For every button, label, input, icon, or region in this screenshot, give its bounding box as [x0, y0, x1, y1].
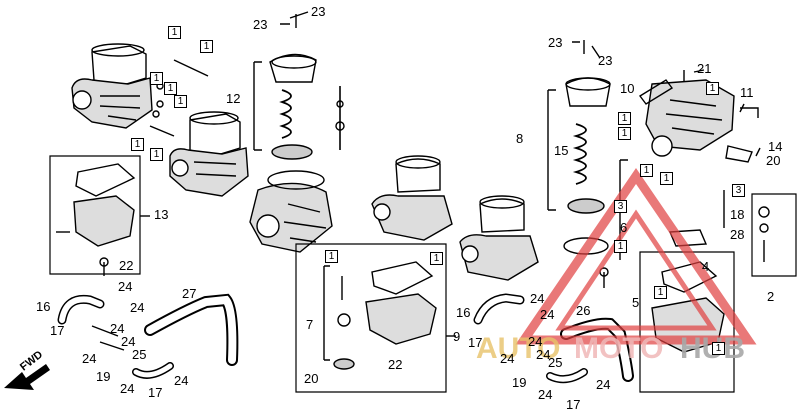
- carburetor-top-mid-drawing: [169, 111, 249, 197]
- part-label-23: 23: [253, 17, 268, 32]
- watermark-text-auto: AUTO: [476, 332, 561, 365]
- part-label-24: 24: [500, 351, 515, 366]
- part-label-20: 20: [766, 153, 781, 168]
- part-label-4: 4: [702, 259, 710, 274]
- part-label-8: 8: [516, 131, 524, 146]
- part-label-24: 24: [536, 347, 551, 362]
- float-bowl-group-13-drawing: [49, 155, 150, 275]
- callout-box-1: 1: [325, 250, 338, 263]
- watermark-text-moto: MOTO: [574, 332, 664, 365]
- callout-box-1: 1: [131, 138, 144, 151]
- callout-box-1: 1: [640, 164, 653, 177]
- part-label-12: 12: [226, 91, 241, 106]
- part-label-9: 9: [453, 329, 461, 344]
- part-label-10: 10: [620, 81, 635, 96]
- part-label-16: 16: [36, 299, 51, 314]
- callout-box-1: 1: [618, 112, 631, 125]
- part-label-13: 13: [154, 207, 169, 222]
- part-label-24: 24: [596, 377, 611, 392]
- part-label-11: 11: [740, 85, 754, 100]
- part-label-19: 19: [512, 375, 527, 390]
- part-label-16: 16: [456, 305, 471, 320]
- part-label-24: 24: [174, 373, 189, 388]
- part-label-24: 24: [540, 307, 555, 322]
- callout-box-3: 3: [732, 184, 745, 197]
- part-label-24: 24: [130, 300, 145, 315]
- carburetor-right-drawing: [459, 195, 539, 281]
- callout-box-1: 1: [660, 172, 673, 185]
- part-label-19: 19: [96, 369, 111, 384]
- part-label-27: 27: [182, 286, 197, 301]
- part-label-23: 23: [598, 53, 613, 68]
- callout-box-1: 1: [706, 82, 719, 95]
- carburetor-center-drawing: [249, 170, 333, 253]
- top-cap-spring-12-drawing: [253, 53, 317, 160]
- part-label-26: 26: [576, 303, 591, 318]
- callout-box-1: 1: [430, 252, 443, 265]
- part-label-17: 17: [148, 385, 163, 400]
- part-label-20: 20: [304, 371, 319, 386]
- part-label-24: 24: [538, 387, 553, 402]
- part-label-24: 24: [118, 279, 133, 294]
- callout-box-1: 1: [150, 72, 163, 85]
- carburetor-top-left-drawing: [71, 43, 153, 129]
- part-label-17: 17: [566, 397, 581, 412]
- part-label-25: 25: [132, 347, 147, 362]
- part-label-24: 24: [121, 334, 136, 349]
- part-label-21: 21: [697, 61, 712, 76]
- watermark-triangle-logo: [515, 168, 757, 345]
- part-label-23: 23: [548, 35, 563, 50]
- part-label-22: 22: [119, 258, 134, 273]
- part-label-23: 23: [311, 4, 326, 19]
- callout-box-1: 1: [614, 240, 627, 253]
- part-label-24: 24: [120, 381, 135, 396]
- part-label-25: 25: [548, 355, 563, 370]
- part-label-24: 24: [110, 321, 125, 336]
- part-label-7: 7: [306, 317, 314, 332]
- callout-box-1: 1: [150, 148, 163, 161]
- part-label-18: 18: [730, 207, 745, 222]
- part-label-14: 14: [768, 139, 783, 154]
- callout-box-1: 1: [654, 286, 667, 299]
- part-label-17: 17: [50, 323, 65, 338]
- callout-box-1: 1: [618, 127, 631, 140]
- part-label-5: 5: [632, 295, 640, 310]
- part-label-24: 24: [528, 334, 543, 349]
- part-label-6: 6: [620, 220, 628, 235]
- carburetor-far-right-drawing: [645, 79, 753, 163]
- callout-box-1: 1: [164, 82, 177, 95]
- part-label-28: 28: [730, 227, 745, 242]
- callout-box-1: 1: [712, 342, 725, 355]
- top-cap-spring-8-drawing: [547, 77, 611, 255]
- part-label-24: 24: [530, 291, 545, 306]
- part-label-2: 2: [767, 289, 775, 304]
- callout-box-1: 1: [168, 26, 181, 39]
- forward-arrow-icon: [4, 364, 50, 390]
- callout-box-1: 1: [200, 40, 213, 53]
- callout-box-1: 1: [174, 95, 187, 108]
- carburetor-center-right-drawing: [371, 155, 453, 241]
- part-label-22: 22: [388, 357, 403, 372]
- part-label-17: 17: [468, 335, 483, 350]
- hose-left-drawing: [57, 293, 239, 379]
- float-bowl-group-9-drawing: [295, 243, 456, 393]
- part-label-24: 24: [82, 351, 97, 366]
- float-bowl-group-2-drawing: [751, 193, 797, 277]
- part-label-15: 15: [554, 143, 569, 158]
- callout-box-3: 3: [614, 200, 627, 213]
